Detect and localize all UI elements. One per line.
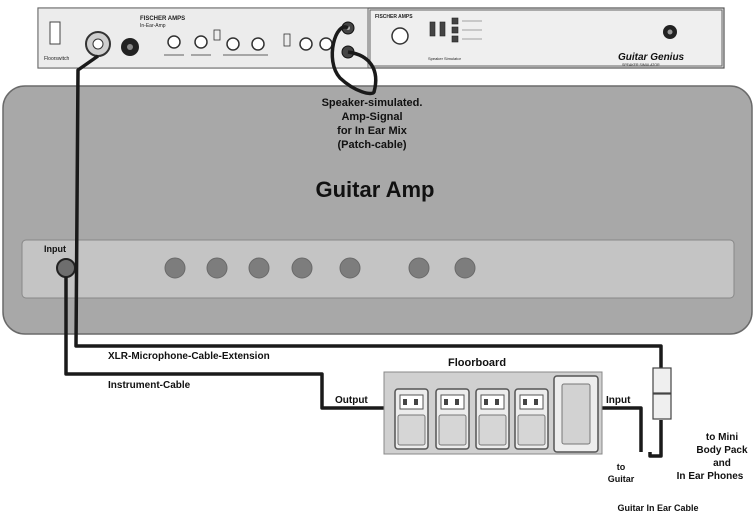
amp-knob-row (164, 257, 476, 279)
amp-knob-icon (291, 257, 313, 279)
floorboard-title: Floorboard (448, 357, 506, 369)
rack-left-brand: FISCHER AMPS (140, 16, 185, 22)
instrument-cable (64, 277, 385, 410)
to-guitar-label-1: to (617, 462, 626, 472)
floorboard-output-label: Output (335, 395, 368, 406)
amp-control-panel (21, 239, 735, 299)
callout-line-4: (Patch-cable) (337, 139, 406, 151)
cable-connector-bottom (652, 393, 672, 420)
in-ear-cable (648, 420, 663, 458)
footswitch-pedal (514, 388, 549, 450)
floorboard (383, 371, 603, 455)
amp-knob-icon (164, 257, 186, 279)
rack-power-switch (49, 21, 61, 45)
in-ear-cable-label: Guitar In Ear Cable (617, 503, 698, 513)
bodypack-line-4: In Ear Phones (677, 471, 744, 482)
rack-right-sim-label: Speaker Simulator (428, 56, 462, 61)
floorboard-input-label: Input (606, 395, 631, 406)
callout-line-1: Speaker-simulated. (322, 97, 423, 109)
rack-unit: Floorswitch FISCHER AMPS In-Ear-Amp (37, 7, 725, 69)
to-guitar-label-2: Guitar (608, 474, 635, 484)
patch-callout: Speaker-simulated. Amp-Signal for In Ear… (322, 97, 423, 151)
rack-left-switch-label: Floorswitch (44, 56, 70, 62)
to-guitar-cable (600, 406, 643, 452)
patch-cable (330, 25, 378, 96)
xlr-cable-label: XLR-Microphone-Cable-Extension (108, 351, 270, 362)
callout-line-3: for In Ear Mix (337, 125, 408, 137)
amp-input-label: Input (44, 244, 66, 254)
instrument-cable-label: Instrument-Cable (108, 380, 191, 391)
callout-line-2: Amp-Signal (341, 111, 402, 123)
amp-knob-icon (408, 257, 430, 279)
rack-brand-logo: Guitar Genius (618, 52, 685, 63)
footswitch-pedal (435, 388, 470, 450)
bodypack-line-2: Body Pack (696, 445, 748, 456)
amp-knob-icon (339, 257, 361, 279)
rack-left-model: In-Ear-Amp (140, 23, 166, 29)
footswitch-pedal (394, 388, 429, 450)
amp-knob-icon (206, 257, 228, 279)
bodypack-line-1: to Mini (706, 432, 738, 443)
amp-knob-icon (454, 257, 476, 279)
rack-left-knobs (167, 35, 333, 51)
cable-connector-top (652, 367, 672, 394)
rack-right-brand: FISCHER AMPS (375, 14, 413, 20)
rack-right-knob-icon (391, 27, 409, 45)
bodypack-label: to Mini Body Pack and In Ear Phones (677, 432, 748, 482)
rack-brand-sub: SPEAKER SIMULATOR (622, 63, 660, 67)
amp-knob-icon (248, 257, 270, 279)
amp-title: Guitar Amp (316, 177, 435, 202)
bodypack-line-3: and (713, 458, 731, 469)
footswitch-pedal (475, 388, 510, 450)
amp-input-jack-icon (56, 258, 76, 278)
xlr-cable (74, 54, 663, 368)
